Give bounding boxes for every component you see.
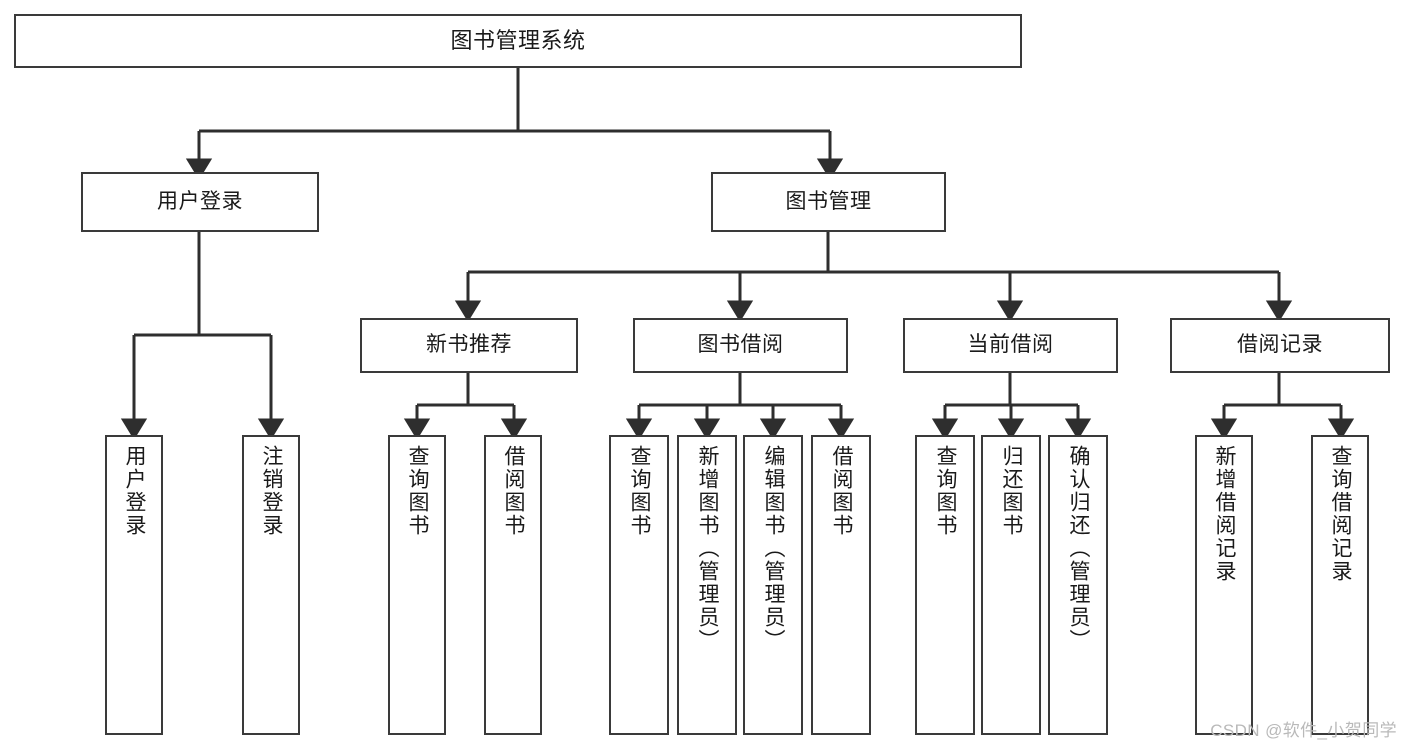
leaf-edit-book[interactable]: 编辑图书（管理员） <box>743 435 803 735</box>
leaf-borrow-book-1-label: 借阅图书 <box>502 445 526 537</box>
node-root[interactable]: 图书管理系统 <box>14 14 1022 68</box>
node-user-login-label: 用户登录 <box>157 189 243 213</box>
leaf-user-login-label: 用户登录 <box>123 445 147 537</box>
leaf-query-book-2-label: 查询图书 <box>628 445 652 537</box>
leaf-borrow-book-2-label: 借阅图书 <box>830 445 854 537</box>
leaf-edit-book-label: 编辑图书（管理员） <box>762 445 786 652</box>
leaf-add-book-label: 新增图书（管理员） <box>696 445 720 652</box>
leaf-query-record-label: 查询借阅记录 <box>1329 445 1353 583</box>
node-book-manage-label: 图书管理 <box>785 189 872 213</box>
leaf-return-book[interactable]: 归还图书 <box>981 435 1041 735</box>
leaf-confirm-return[interactable]: 确认归还（管理员） <box>1048 435 1108 735</box>
leaf-query-book-1-label: 查询图书 <box>406 445 430 537</box>
leaf-query-book-2[interactable]: 查询图书 <box>609 435 669 735</box>
node-root-label: 图书管理系统 <box>450 28 586 54</box>
node-user-login[interactable]: 用户登录 <box>81 172 319 232</box>
leaf-add-record-label: 新增借阅记录 <box>1213 445 1237 583</box>
leaf-logout-login[interactable]: 注销登录 <box>242 435 300 735</box>
node-new-book-rec[interactable]: 新书推荐 <box>360 318 578 373</box>
leaf-logout-login-label: 注销登录 <box>260 445 284 537</box>
node-book-manage[interactable]: 图书管理 <box>711 172 946 232</box>
leaf-add-book[interactable]: 新增图书（管理员） <box>677 435 737 735</box>
leaf-return-book-label: 归还图书 <box>1000 445 1024 537</box>
leaf-confirm-return-label: 确认归还（管理员） <box>1067 445 1091 652</box>
node-new-book-rec-label: 新书推荐 <box>426 333 512 357</box>
leaf-query-record[interactable]: 查询借阅记录 <box>1311 435 1369 735</box>
leaf-add-record[interactable]: 新增借阅记录 <box>1195 435 1253 735</box>
node-book-borrow-label: 图书借阅 <box>697 333 784 357</box>
leaf-query-book-3[interactable]: 查询图书 <box>915 435 975 735</box>
leaf-user-login[interactable]: 用户登录 <box>105 435 163 735</box>
leaf-borrow-book-2[interactable]: 借阅图书 <box>811 435 871 735</box>
node-book-borrow[interactable]: 图书借阅 <box>633 318 848 373</box>
watermark: CSDN @软件_小贺同学 <box>1210 721 1397 740</box>
leaf-query-book-3-label: 查询图书 <box>934 445 958 537</box>
node-borrow-record[interactable]: 借阅记录 <box>1170 318 1390 373</box>
node-borrow-record-label: 借阅记录 <box>1237 333 1323 357</box>
leaf-borrow-book-1[interactable]: 借阅图书 <box>484 435 542 735</box>
leaf-query-book-1[interactable]: 查询图书 <box>388 435 446 735</box>
node-current-borrow-label: 当前借阅 <box>967 333 1054 357</box>
node-current-borrow[interactable]: 当前借阅 <box>903 318 1118 373</box>
